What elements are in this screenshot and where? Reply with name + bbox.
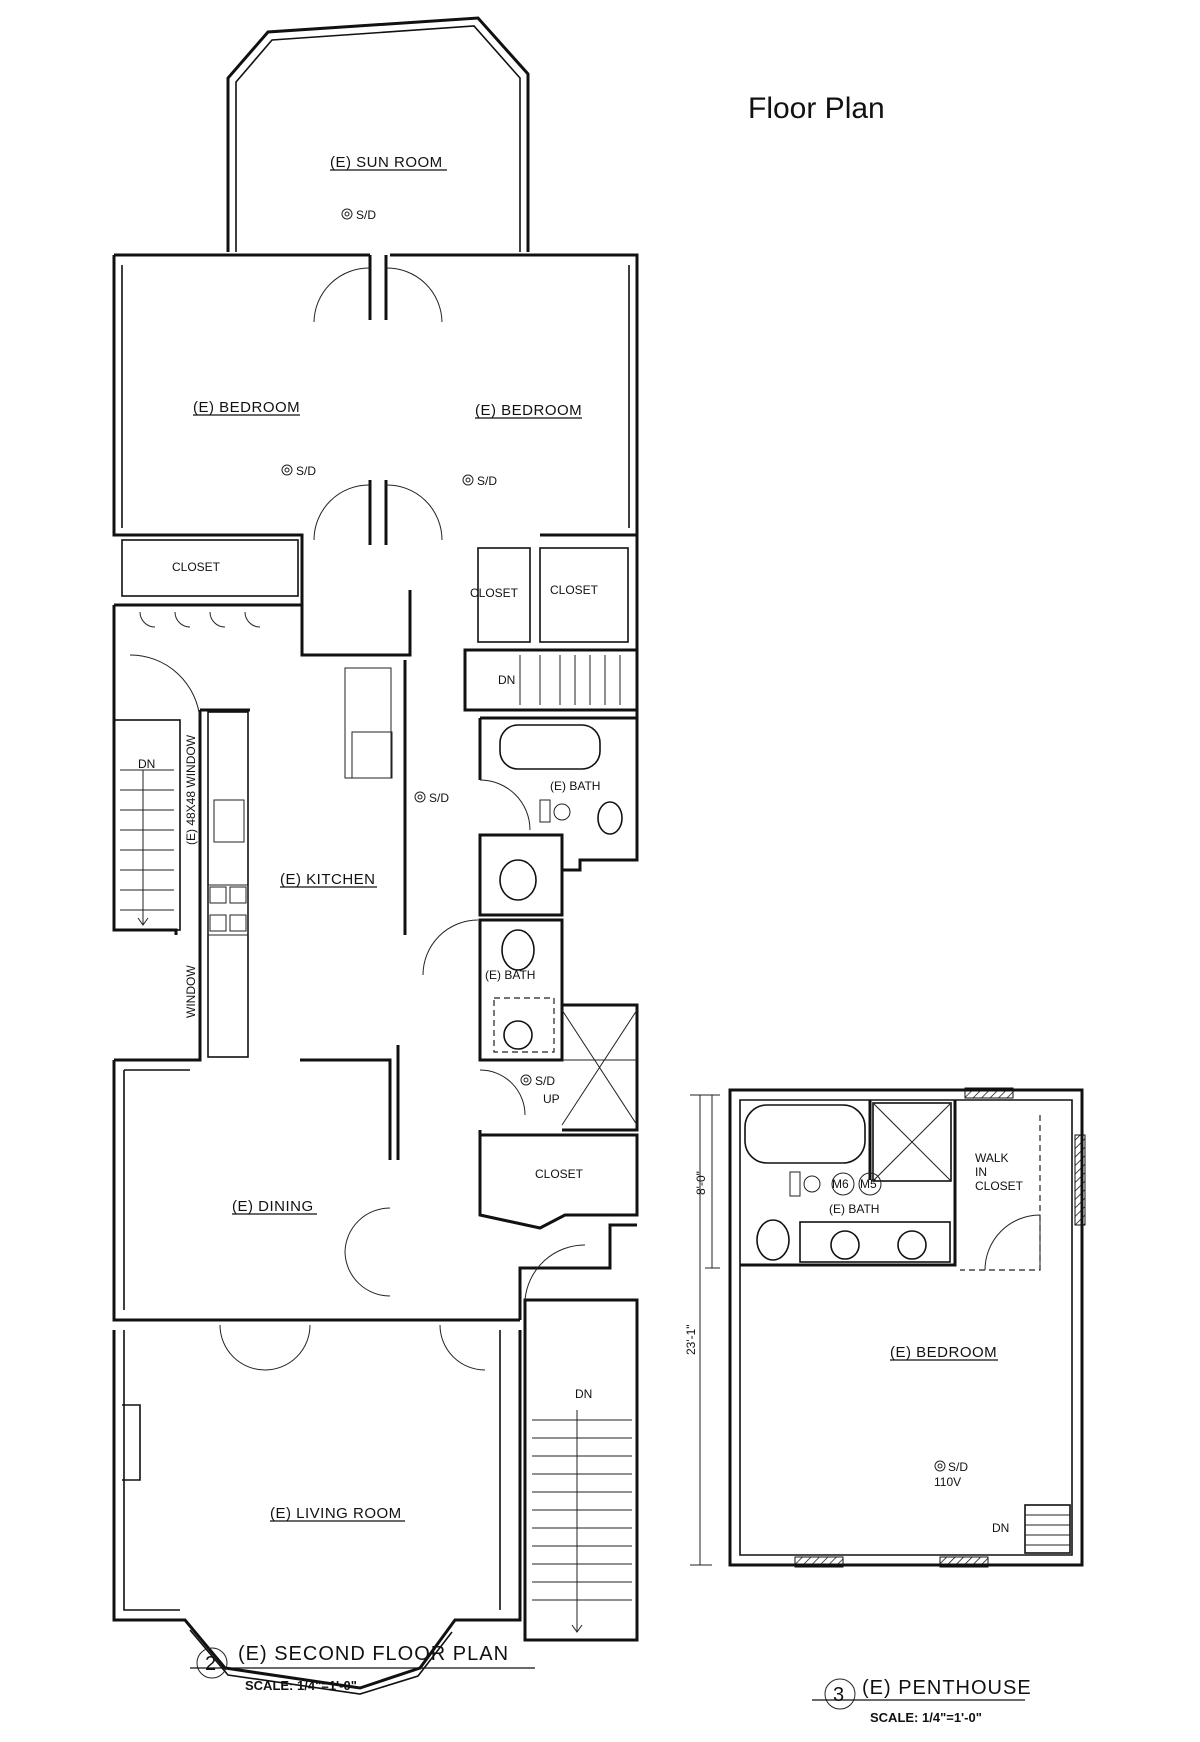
penthouse-plan-number: 3 [833, 1684, 845, 1706]
fixture-label-m6: M6 [832, 1177, 849, 1191]
penthouse-scale: SCALE: 1/4"=1'-0" [870, 1710, 982, 1725]
dimension-23ft: 23'-1" [684, 1324, 698, 1355]
fixture-m6-icon [831, 1172, 855, 1196]
second-floor-scale: SCALE: 1/4"=1'-0" [245, 1678, 357, 1693]
room-label-penthouse-bedroom: (E) BEDROOM [890, 1344, 997, 1361]
smoke-detector-kitchen: S/D [429, 791, 449, 805]
bedroom-outer-walls [112, 253, 639, 845]
penthouse-plan-title: (E) PENTHOUSE [862, 1677, 1032, 1699]
room-label-sun-room: (E) SUN ROOM [330, 154, 443, 171]
room-label-dining: (E) DINING [232, 1198, 314, 1215]
stove-icon [209, 886, 247, 932]
window-label-2: WINDOW [184, 965, 198, 1018]
room-label-bath-lower: (E) BATH [485, 968, 535, 982]
room-label-living-room: (E) LIVING ROOM [270, 1505, 402, 1522]
fixture-m5-icon [858, 1172, 882, 1196]
sun-room-walls [226, 16, 530, 252]
second-floor-plan-title: (E) SECOND FLOOR PLAN [238, 1643, 509, 1665]
stair-label-penthouse-dn: DN [992, 1521, 1009, 1535]
penthouse-outer-walls [728, 1088, 1084, 1567]
room-label-closet-hall: CLOSET [535, 1167, 584, 1181]
smoke-detector-bedroom-left: S/D [296, 464, 316, 478]
room-label-closet-left: CLOSET [172, 560, 221, 574]
window-label-1: (E) 48X48 WINDOW [184, 734, 198, 845]
living-room-walls [112, 1330, 522, 1690]
stair-label-dn-1: DN [498, 673, 515, 687]
room-label-bath-upper: (E) BATH [550, 779, 600, 793]
smoke-detector-bedroom-right: S/D [477, 474, 497, 488]
smoke-detector-sun-room: S/D [356, 208, 376, 222]
dimension-8ft: 8'-0" [694, 1171, 708, 1195]
room-label-bedroom-left: (E) BEDROOM [193, 399, 300, 416]
second-floor-plan-number: 2 [205, 1653, 217, 1675]
stair-label-up: UP [543, 1092, 560, 1106]
room-label-closet-right: CLOSET [550, 583, 599, 597]
walk-in-closet-label-1: WALK [975, 1151, 1009, 1165]
smoke-detector-penthouse: S/D [948, 1460, 968, 1474]
room-label-bedroom-right: (E) BEDROOM [475, 402, 582, 419]
penthouse-plan: M6 M5 8'-0" 23'-1" (E) BATH WALK IN CLOS… [684, 1087, 1086, 1725]
second-floor-plan: (E) SUN ROOM S/D (E) BEDROOM S/D (E) BED… [112, 16, 639, 1695]
fixture-label-m5: M5 [860, 1177, 877, 1191]
page-title: Floor Plan [748, 92, 885, 125]
room-label-penthouse-bath: (E) BATH [829, 1202, 879, 1216]
bath-upper-walls [478, 716, 639, 915]
room-label-closet-mid: CLOSET [470, 586, 519, 600]
voltage-label: 110V [934, 1475, 961, 1489]
walk-in-closet-label-2: IN [975, 1165, 987, 1179]
room-label-kitchen: (E) KITCHEN [280, 871, 376, 888]
smoke-detector-hall: S/D [535, 1074, 555, 1088]
stair-label-dn-3: DN [575, 1387, 592, 1401]
dining-outer-walls [112, 1045, 637, 1322]
walk-in-closet-label-3: CLOSET [975, 1179, 1024, 1193]
stair-label-dn-2: DN [138, 757, 155, 771]
